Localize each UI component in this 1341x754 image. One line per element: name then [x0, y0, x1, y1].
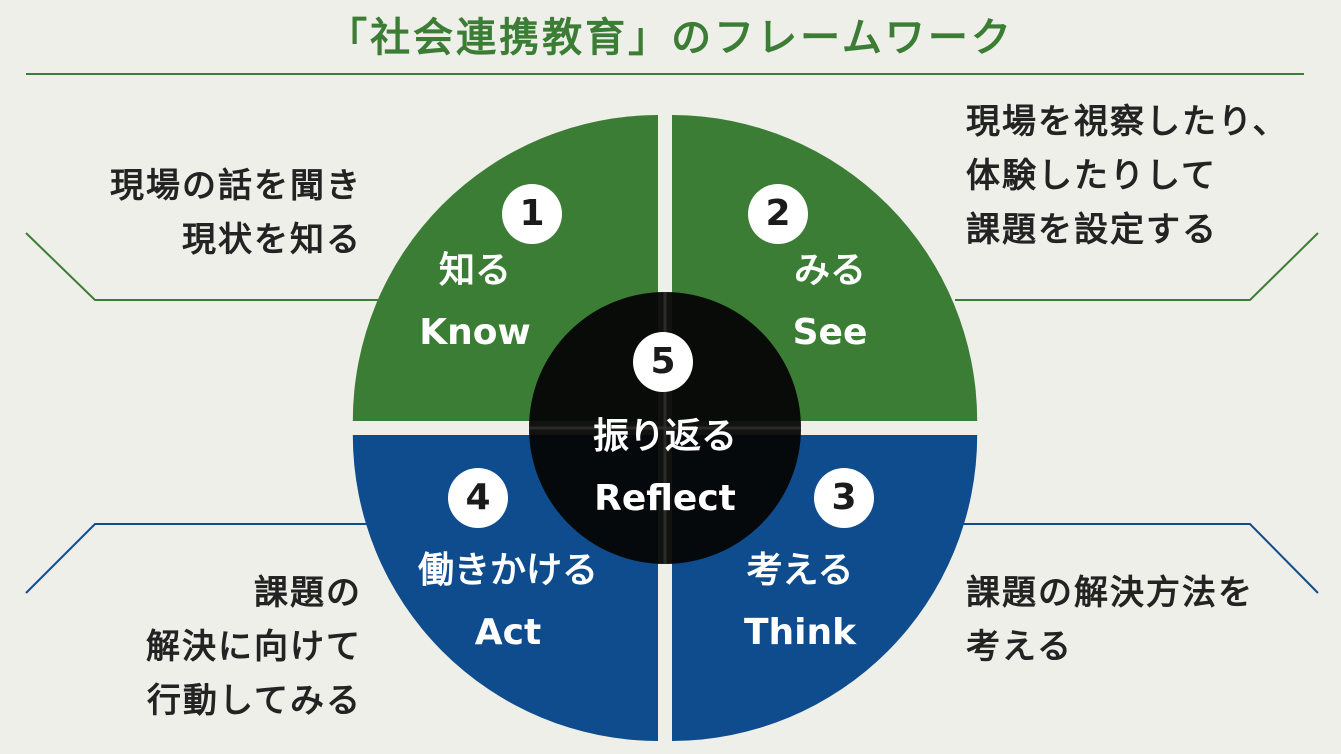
- leader-line-know: [25, 232, 385, 301]
- step-number-2: 2: [748, 184, 808, 244]
- label-know-en: Know: [419, 312, 531, 353]
- caption-know: 現場の話を聞き 現状を知る: [110, 166, 362, 260]
- label-know: 知る Know: [405, 240, 545, 364]
- label-think-ja: 考える: [746, 550, 854, 591]
- caption-think: 課題の解決方法を 考える: [966, 573, 1254, 667]
- label-see: みる See: [760, 240, 900, 364]
- caption-act: 課題の 解決に向けて 行動してみる: [146, 573, 362, 721]
- label-reflect-ja: 振り返る: [592, 416, 737, 457]
- leader-line-see: [955, 232, 1319, 301]
- step-number-3: 3: [814, 468, 874, 528]
- label-see-ja: みる: [793, 250, 866, 291]
- label-reflect-en: Reflect: [594, 478, 736, 519]
- step-number-4: 4: [448, 468, 508, 528]
- caption-see: 現場を視察したり、 体験したりして 課題を設定する: [966, 102, 1289, 250]
- diagram-title: 「社会連携教育」のフレームワーク: [327, 15, 1014, 61]
- label-act-en: Act: [474, 612, 542, 653]
- label-think: 考える Think: [715, 540, 885, 664]
- label-know-ja: 知る: [438, 250, 511, 291]
- label-see-en: See: [792, 312, 868, 353]
- leader-line-think: [955, 523, 1319, 594]
- leader-line-act: [25, 523, 385, 594]
- label-act: 働きかける Act: [395, 540, 621, 664]
- step-number-1: 1: [502, 184, 562, 244]
- step-number-5: 5: [633, 332, 693, 392]
- title-underline: [26, 73, 1304, 75]
- label-think-en: Think: [743, 612, 857, 653]
- label-reflect: 振り返る Reflect: [565, 406, 765, 530]
- label-act-ja: 働きかける: [417, 550, 598, 591]
